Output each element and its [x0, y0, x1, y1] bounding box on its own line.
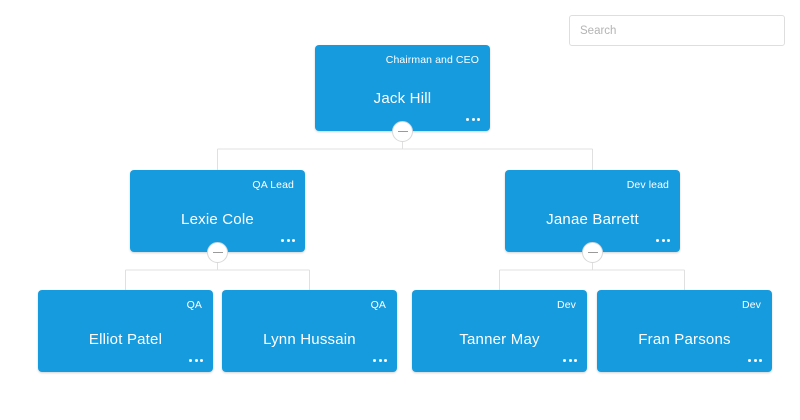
node-name: Lynn Hussain	[263, 331, 356, 348]
search-input[interactable]	[569, 15, 785, 46]
collapse-toggle-janae-barrett[interactable]	[582, 241, 603, 263]
node-title: Chairman and CEO	[385, 54, 479, 66]
node-name: Lexie Cole	[181, 211, 254, 228]
node-title: Dev	[742, 299, 761, 311]
node-name: Janae Barrett	[546, 211, 639, 228]
org-node-elliot-patel[interactable]: QA Elliot Patel	[38, 290, 213, 372]
search-area[interactable]	[569, 15, 785, 46]
node-name: Jack Hill	[373, 90, 432, 107]
more-options-icon[interactable]	[465, 115, 481, 124]
node-title: QA	[370, 299, 386, 311]
more-options-icon[interactable]	[280, 236, 296, 245]
more-options-icon[interactable]	[655, 236, 671, 245]
org-node-lynn-hussain[interactable]: QA Lynn Hussain	[222, 290, 397, 372]
node-title: Dev lead	[626, 179, 669, 191]
collapse-toggle-lexie-cole[interactable]	[207, 241, 228, 263]
collapse-toggle-jack-hill[interactable]	[392, 120, 413, 142]
node-name: Tanner May	[459, 331, 540, 348]
node-name: Elliot Patel	[88, 331, 163, 348]
more-options-icon[interactable]	[747, 356, 763, 365]
node-title: QA	[186, 299, 202, 311]
more-options-icon[interactable]	[188, 356, 204, 365]
more-options-icon[interactable]	[372, 356, 388, 365]
more-options-icon[interactable]	[562, 356, 578, 365]
node-title: QA Lead	[252, 179, 294, 191]
node-title: Dev	[557, 299, 576, 311]
org-node-jack-hill[interactable]: Chairman and CEO Jack Hill	[315, 45, 490, 131]
node-name: Fran Parsons	[638, 331, 731, 348]
